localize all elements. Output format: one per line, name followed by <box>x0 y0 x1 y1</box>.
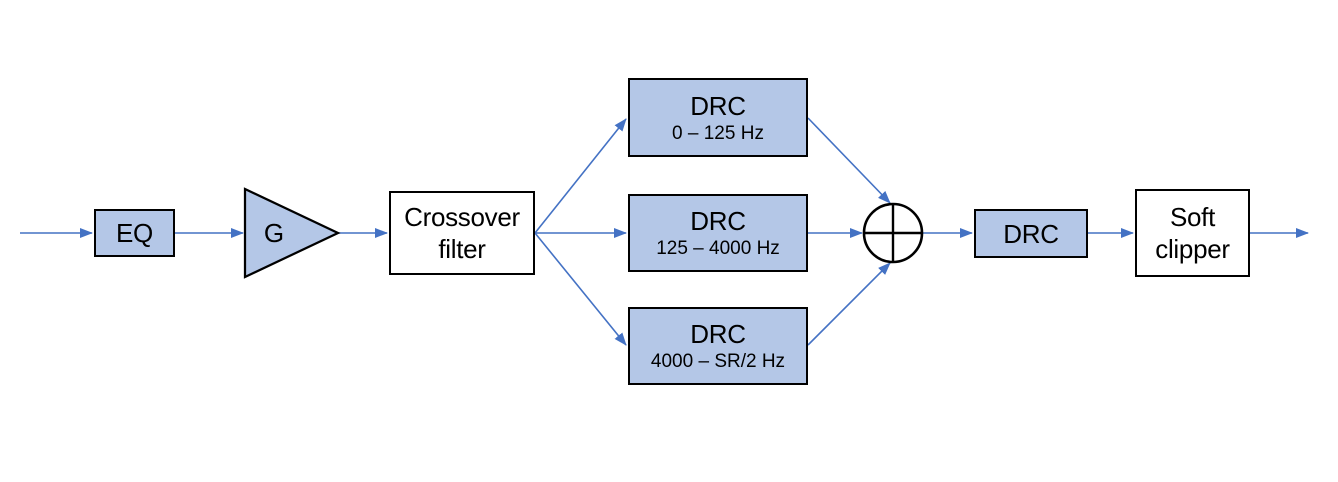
drc-low-band-block: DRC 0 – 125 Hz <box>628 78 808 157</box>
soft-clipper-label-line2: clipper <box>1155 234 1230 264</box>
crossover-label-line2: filter <box>438 234 486 264</box>
drc-post-block: DRC <box>974 209 1088 258</box>
eq-block: EQ <box>94 209 175 257</box>
gain-triangle-icon <box>243 187 341 279</box>
crossover-filter-block: Crossover filter <box>389 191 535 275</box>
drc-high-band-range: 4000 – SR/2 Hz <box>650 351 786 372</box>
drc-mid-label: DRC <box>690 206 746 236</box>
drc-mid-band-range: 125 – 4000 Hz <box>656 238 780 259</box>
drc-high-label: DRC <box>690 319 746 349</box>
eq-label: EQ <box>116 218 153 248</box>
drc-mid-band-block: DRC 125 – 4000 Hz <box>628 194 808 272</box>
drc-post-label: DRC <box>1003 218 1059 249</box>
drc-low-label: DRC <box>690 90 746 121</box>
arrow-crossover-to-drc-low <box>534 118 627 234</box>
drc-low-band-range: 0 – 125 Hz <box>672 122 764 144</box>
soft-clipper-label-line1: Soft <box>1169 202 1216 232</box>
crossover-label-line1: Crossover <box>404 202 520 232</box>
arrow-drc-low-to-sum <box>807 117 891 204</box>
drc-high-band-block: DRC 4000 – SR/2 Hz <box>628 307 808 385</box>
sum-junction <box>862 202 924 264</box>
arrow-crossover-to-drc-high <box>534 232 627 346</box>
soft-clipper-block: Soft clipper <box>1135 189 1250 277</box>
arrow-drc-high-to-sum <box>807 262 891 346</box>
